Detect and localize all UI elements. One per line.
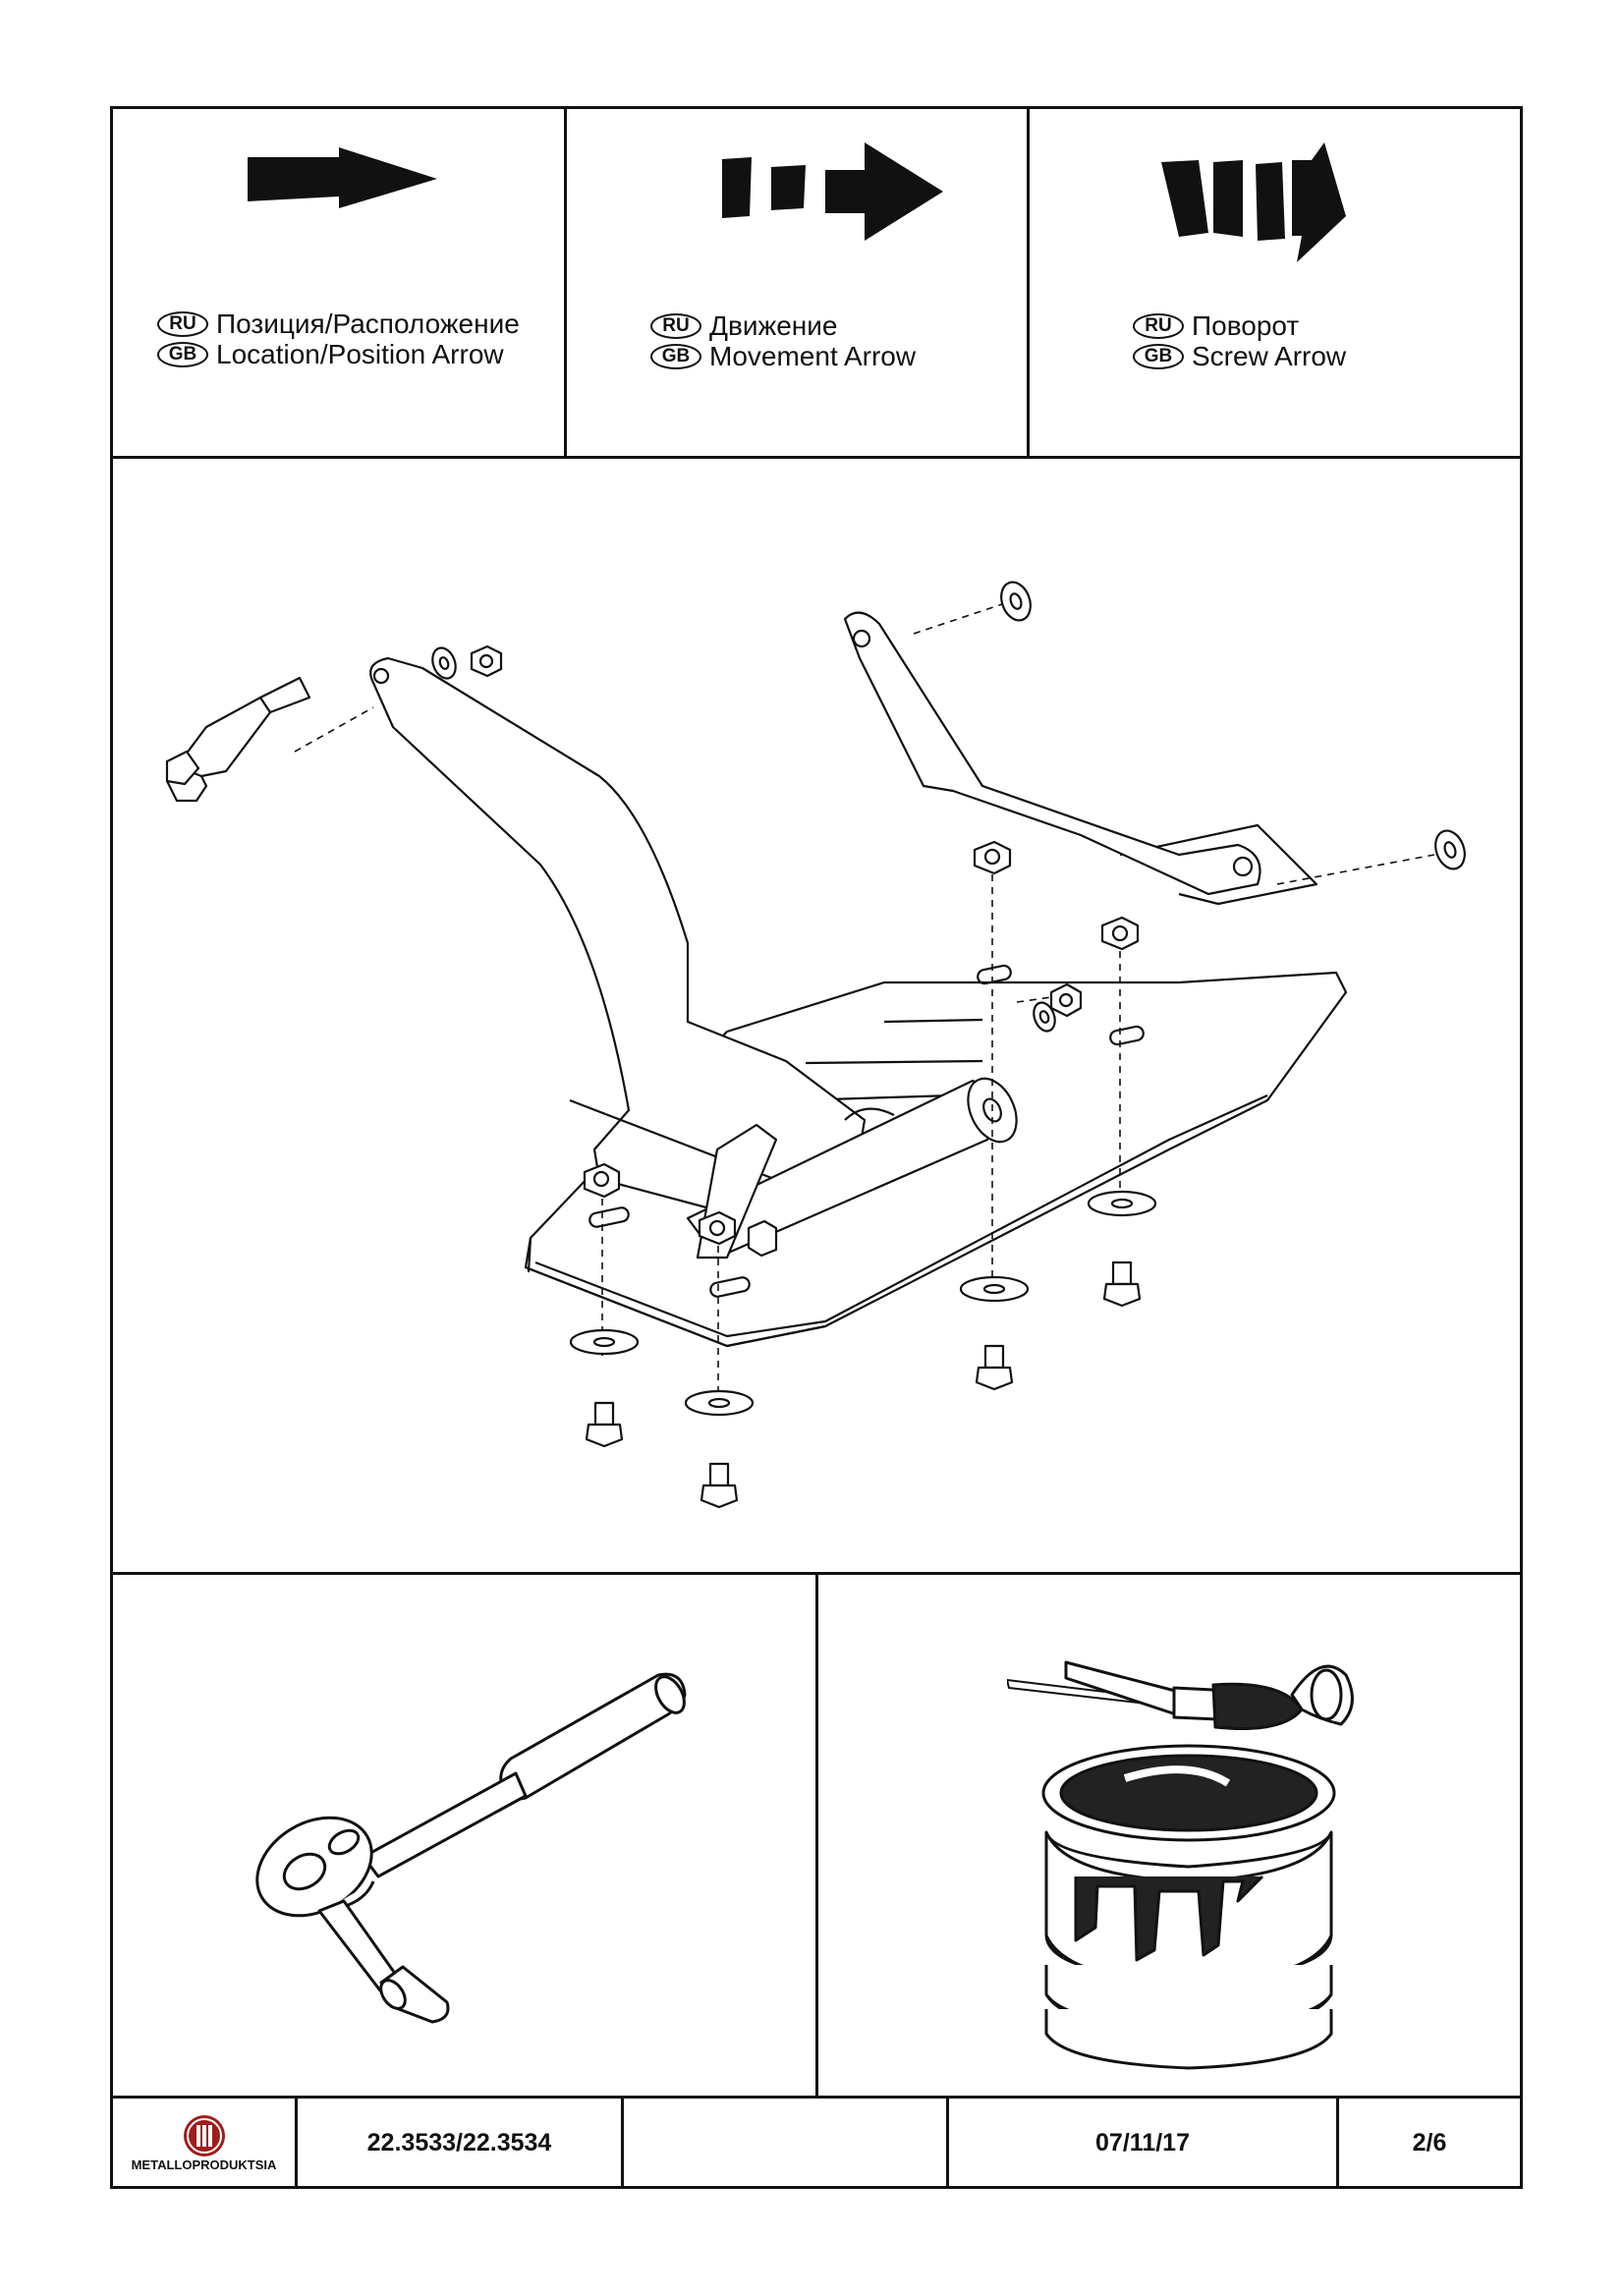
company-logo (183, 2114, 225, 2156)
legend-gb-text: Screw Arrow (1192, 341, 1347, 371)
divider (110, 456, 1523, 459)
legend-ru-text: Поворот (1192, 310, 1300, 341)
divider (295, 2096, 298, 2189)
paint-brush-and-can-icon (1007, 1660, 1354, 2070)
divider (564, 106, 567, 458)
gb-badge: GB (1133, 343, 1184, 369)
legend-ru-text: Движение (709, 310, 838, 341)
legend-gb-text: Movement Arrow (709, 341, 917, 371)
logo-text: METALLOPRODUKTSIA (131, 2156, 277, 2172)
dashed-arrow-icon (722, 142, 943, 241)
blank-cell (624, 2100, 946, 2186)
document-date: 07/11/17 (1095, 2128, 1190, 2156)
page-number: 2/6 (1412, 2128, 1447, 2156)
legend-location: RU Позиция/Расположение GB Location/Positi… (157, 308, 520, 369)
divider (946, 2096, 949, 2189)
divider (815, 1572, 818, 2098)
legend-ru-text: Позиция/Расположение (216, 308, 520, 339)
legend-screw: RU Поворот GB Screw Arrow (1133, 310, 1346, 371)
part-number: 22.3533/22.3534 (366, 2128, 552, 2156)
screw-arrow-icon (1161, 142, 1346, 262)
divider (1027, 106, 1030, 458)
divider (1336, 2096, 1339, 2189)
divider (621, 2096, 624, 2189)
solid-arrow-icon (248, 147, 437, 208)
ratchet-wrench-icon (255, 1672, 687, 2024)
legend-gb-text: Location/Position Arrow (216, 339, 504, 369)
gb-badge: GB (650, 343, 701, 369)
ru-badge: RU (1133, 312, 1184, 339)
gb-badge: GB (157, 341, 208, 367)
ru-badge: RU (650, 312, 701, 339)
page-frame (110, 106, 1523, 2189)
ru-badge: RU (157, 310, 208, 337)
logo-cell: METALLOPRODUKTSIA (113, 2100, 295, 2186)
skid-plate-assembly-drawing (165, 581, 1466, 1509)
legend-movement: RU Движение GB Movement Arrow (650, 310, 916, 371)
